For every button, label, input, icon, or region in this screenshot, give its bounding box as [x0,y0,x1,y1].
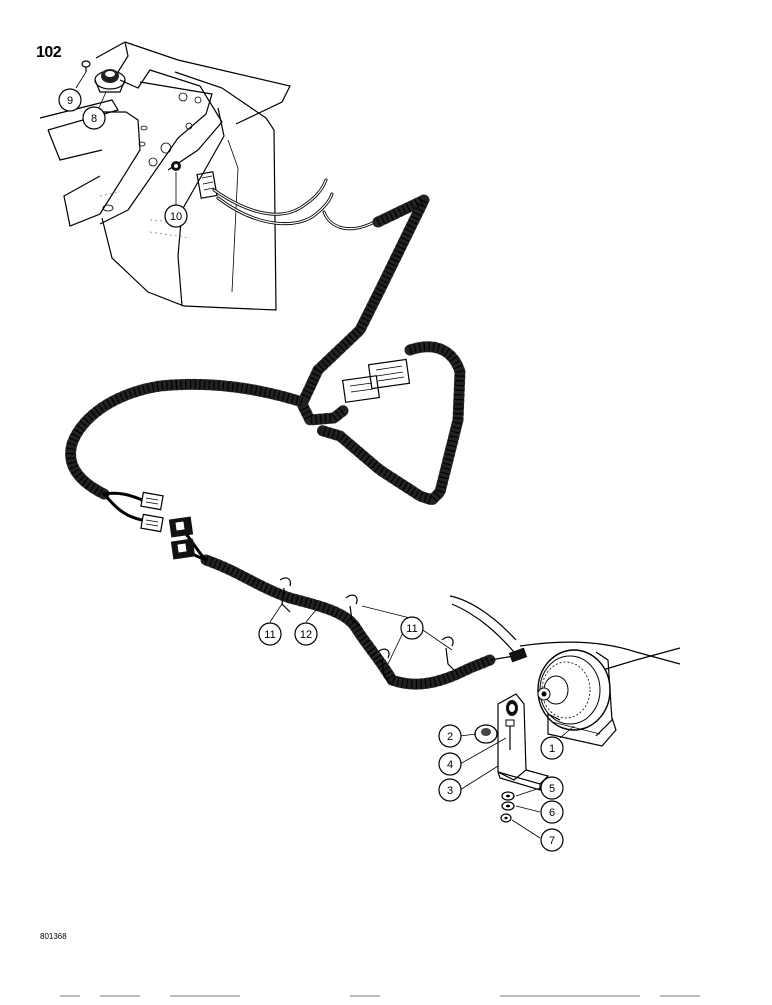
callout-11-right: 11 [400,616,424,640]
svg-text:6: 6 [549,807,555,819]
callout-5: 5 [540,776,564,800]
horn-wires [449,595,681,673]
screw-icon [505,719,515,750]
page-number: 102 [36,44,62,61]
frame-wires [212,178,380,231]
nut-icon [474,724,498,744]
callout-7: 7 [540,828,564,852]
connector-icon [140,491,196,560]
horn-icon [537,649,617,747]
callout-9: 9 [58,88,82,112]
callout-1: 1 [540,736,564,760]
connector-icon [341,358,411,403]
callout-11-left: 11 [258,622,282,646]
leader-lines [75,71,575,839]
steering-column-frame-icon [39,41,291,311]
svg-text:7: 7 [549,835,555,847]
svg-text:10: 10 [170,211,182,223]
callout-8: 8 [82,106,106,130]
svg-text:11: 11 [406,623,417,635]
callout-3: 3 [438,778,462,802]
mounting-bracket-icon [497,693,550,791]
svg-text:3: 3 [447,785,453,797]
svg-text:5: 5 [549,783,555,795]
screw-icon [81,60,91,72]
svg-text:4: 4 [447,759,453,771]
push-button-switch-icon [94,69,126,93]
svg-text:11: 11 [264,629,275,641]
cable-clip-icon [279,577,457,685]
washer-icon [500,791,515,823]
figure-id: 801368 [40,932,67,941]
svg-text:1: 1 [549,743,555,755]
callout-4: 4 [438,752,462,776]
callout-12: 12 [294,622,318,646]
svg-text:9: 9 [67,95,73,107]
wiring-harness-icon [65,194,496,690]
callout-6: 6 [540,800,564,824]
svg-text:8: 8 [91,113,97,125]
nut-icon [171,161,181,171]
callout-2: 2 [438,724,462,748]
svg-text:2: 2 [447,731,453,743]
svg-text:12: 12 [300,629,312,641]
callout-10: 10 [164,204,188,228]
